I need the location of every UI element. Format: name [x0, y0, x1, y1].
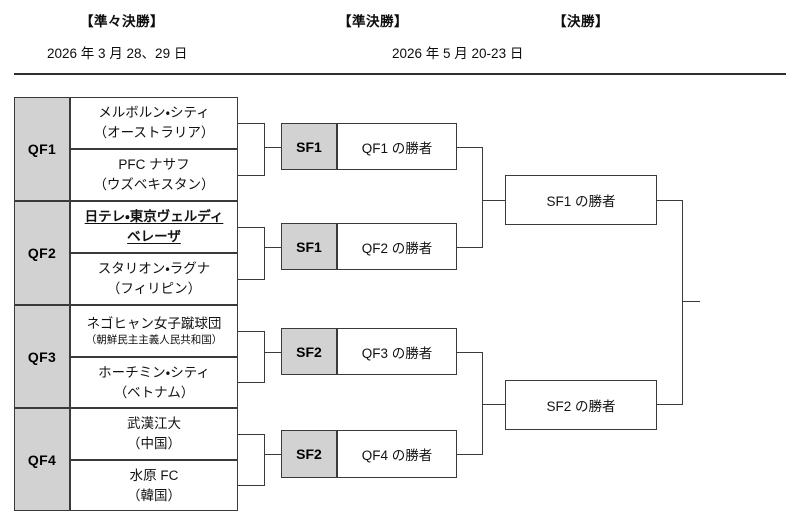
team-name: メルボルン・シティ	[98, 105, 210, 121]
team-country: （朝鮮民主主義人民共和国）	[85, 334, 223, 347]
sf-label-box-2: SF1	[281, 223, 337, 270]
qf-label-text: QF4	[27, 451, 57, 468]
team-name: スタリオン・ラグナ	[97, 261, 211, 277]
connector-qf3-top	[238, 331, 264, 332]
sf-label-text: SF1	[296, 138, 322, 155]
sf-slot-text: QF4 の勝者	[361, 448, 433, 463]
sf-label-box-1: SF1	[281, 123, 337, 170]
round-title-final: 【決勝】	[553, 14, 609, 29]
header-divider	[14, 73, 786, 75]
sf-label-text: SF1	[296, 238, 322, 255]
connector-qf4-bottom	[238, 485, 264, 486]
sf-slot-box-1: QF1 の勝者	[337, 123, 457, 170]
qf-label-box-4: QF4	[14, 408, 70, 511]
team-country: （韓国）	[127, 487, 181, 503]
sf-label-text: SF2	[296, 343, 322, 360]
connector-qf3-stem	[264, 352, 281, 353]
team-country: （オーストラリア）	[93, 125, 215, 140]
connector-qf4-top	[238, 434, 264, 435]
team-name: ネゴヒャン女子蹴球団	[86, 315, 222, 331]
team-name: 武漢江大	[127, 416, 181, 432]
sf-slot-box-2: QF2 の勝者	[337, 223, 457, 270]
team-country: ベレーザ	[127, 229, 181, 244]
sf-slot-text: QF2 の勝者	[361, 240, 433, 256]
connector-qf4-stem	[264, 454, 281, 455]
qf-label-text: QF1	[27, 141, 57, 157]
final-slot-box-2: SF2 の勝者	[505, 380, 657, 430]
team-cell-qf2-a: 日テレ・東京ヴェルディ ベレーザ	[70, 201, 238, 253]
team-cell-qf4-a: 武漢江大 （中国）	[70, 408, 238, 460]
connector-sf2-join	[482, 352, 483, 455]
connector-qf2-top	[238, 227, 264, 228]
connector-qf2-bottom	[238, 279, 264, 280]
team-cell-qf1-b: PFC ナサフ （ウズベキスタン）	[70, 149, 238, 201]
connector-qf2-join	[264, 227, 265, 280]
team-country: （中国）	[127, 436, 181, 451]
team-country: （ウズベキスタン）	[93, 177, 215, 192]
qf-label-text: QF2	[27, 245, 57, 261]
round-title-semifinal: 【準決勝】	[338, 14, 408, 29]
team-name: ホーチミン・シティ	[98, 364, 210, 380]
connector-final-bottom	[657, 404, 682, 405]
sf-slot-box-3: QF3 の勝者	[337, 328, 457, 375]
final-slot-box-1: SF1 の勝者	[505, 175, 657, 225]
sf-label-box-4: SF2	[281, 430, 337, 478]
connector-final-stem	[682, 301, 700, 302]
connector-qf3-bottom	[238, 382, 264, 383]
connector-sf1-join	[482, 147, 483, 248]
sf-label-box-3: SF2	[281, 328, 337, 375]
sf-slot-text: QF3 の勝者	[361, 345, 433, 361]
team-name: 日テレ・東京ヴェルディ	[84, 209, 224, 225]
round-title-quarterfinal: 【準々決勝】	[80, 14, 164, 29]
qf-label-box-3: QF3	[14, 305, 70, 408]
sf-slot-text: QF1 の勝者	[361, 140, 433, 156]
round-date-semifinal: 2026 年 5 月 20-23 日	[392, 46, 524, 61]
team-cell-qf4-b: 水原 FC （韓国）	[70, 460, 238, 511]
connector-final-join	[682, 200, 683, 405]
connector-qf3-join	[264, 331, 265, 383]
connector-sf1-stem	[482, 200, 505, 201]
connector-sf1-top	[457, 147, 482, 148]
team-cell-qf2-b: スタリオン・ラグナ （フィリピン）	[70, 253, 238, 305]
team-country: （ベトナム）	[113, 384, 195, 400]
qf-label-text: QF3	[27, 348, 57, 365]
team-country: （フィリピン）	[106, 281, 202, 296]
qf-label-box-1: QF1	[14, 97, 70, 201]
connector-qf1-top	[238, 123, 264, 124]
connector-qf2-stem	[264, 247, 281, 248]
final-slot-text: SF1 の勝者	[546, 194, 616, 209]
team-cell-qf3-a: ネゴヒャン女子蹴球団 （朝鮮民主主義人民共和国）	[70, 305, 238, 357]
team-name: PFC ナサフ	[118, 157, 190, 173]
team-cell-qf1-a: メルボルン・シティ （オーストラリア）	[70, 97, 238, 149]
connector-final-top	[657, 200, 682, 201]
connector-qf1-bottom	[238, 175, 264, 176]
connector-sf1-bottom	[457, 247, 482, 248]
sf-slot-box-4: QF4 の勝者	[337, 430, 457, 478]
sf-label-text: SF2	[296, 446, 322, 462]
final-slot-text: SF2 の勝者	[546, 399, 616, 414]
connector-sf2-stem	[482, 404, 505, 405]
connector-sf2-top	[457, 352, 482, 353]
connector-qf1-join	[264, 123, 265, 176]
team-cell-qf3-b: ホーチミン・シティ （ベトナム）	[70, 357, 238, 408]
qf-label-box-2: QF2	[14, 201, 70, 305]
round-date-quarterfinal: 2026 年 3 月 28、29 日	[47, 46, 188, 61]
connector-sf2-bottom	[457, 454, 482, 455]
connector-qf1-stem	[264, 147, 281, 148]
connector-qf4-join	[264, 434, 265, 486]
team-name: 水原 FC	[129, 467, 179, 483]
